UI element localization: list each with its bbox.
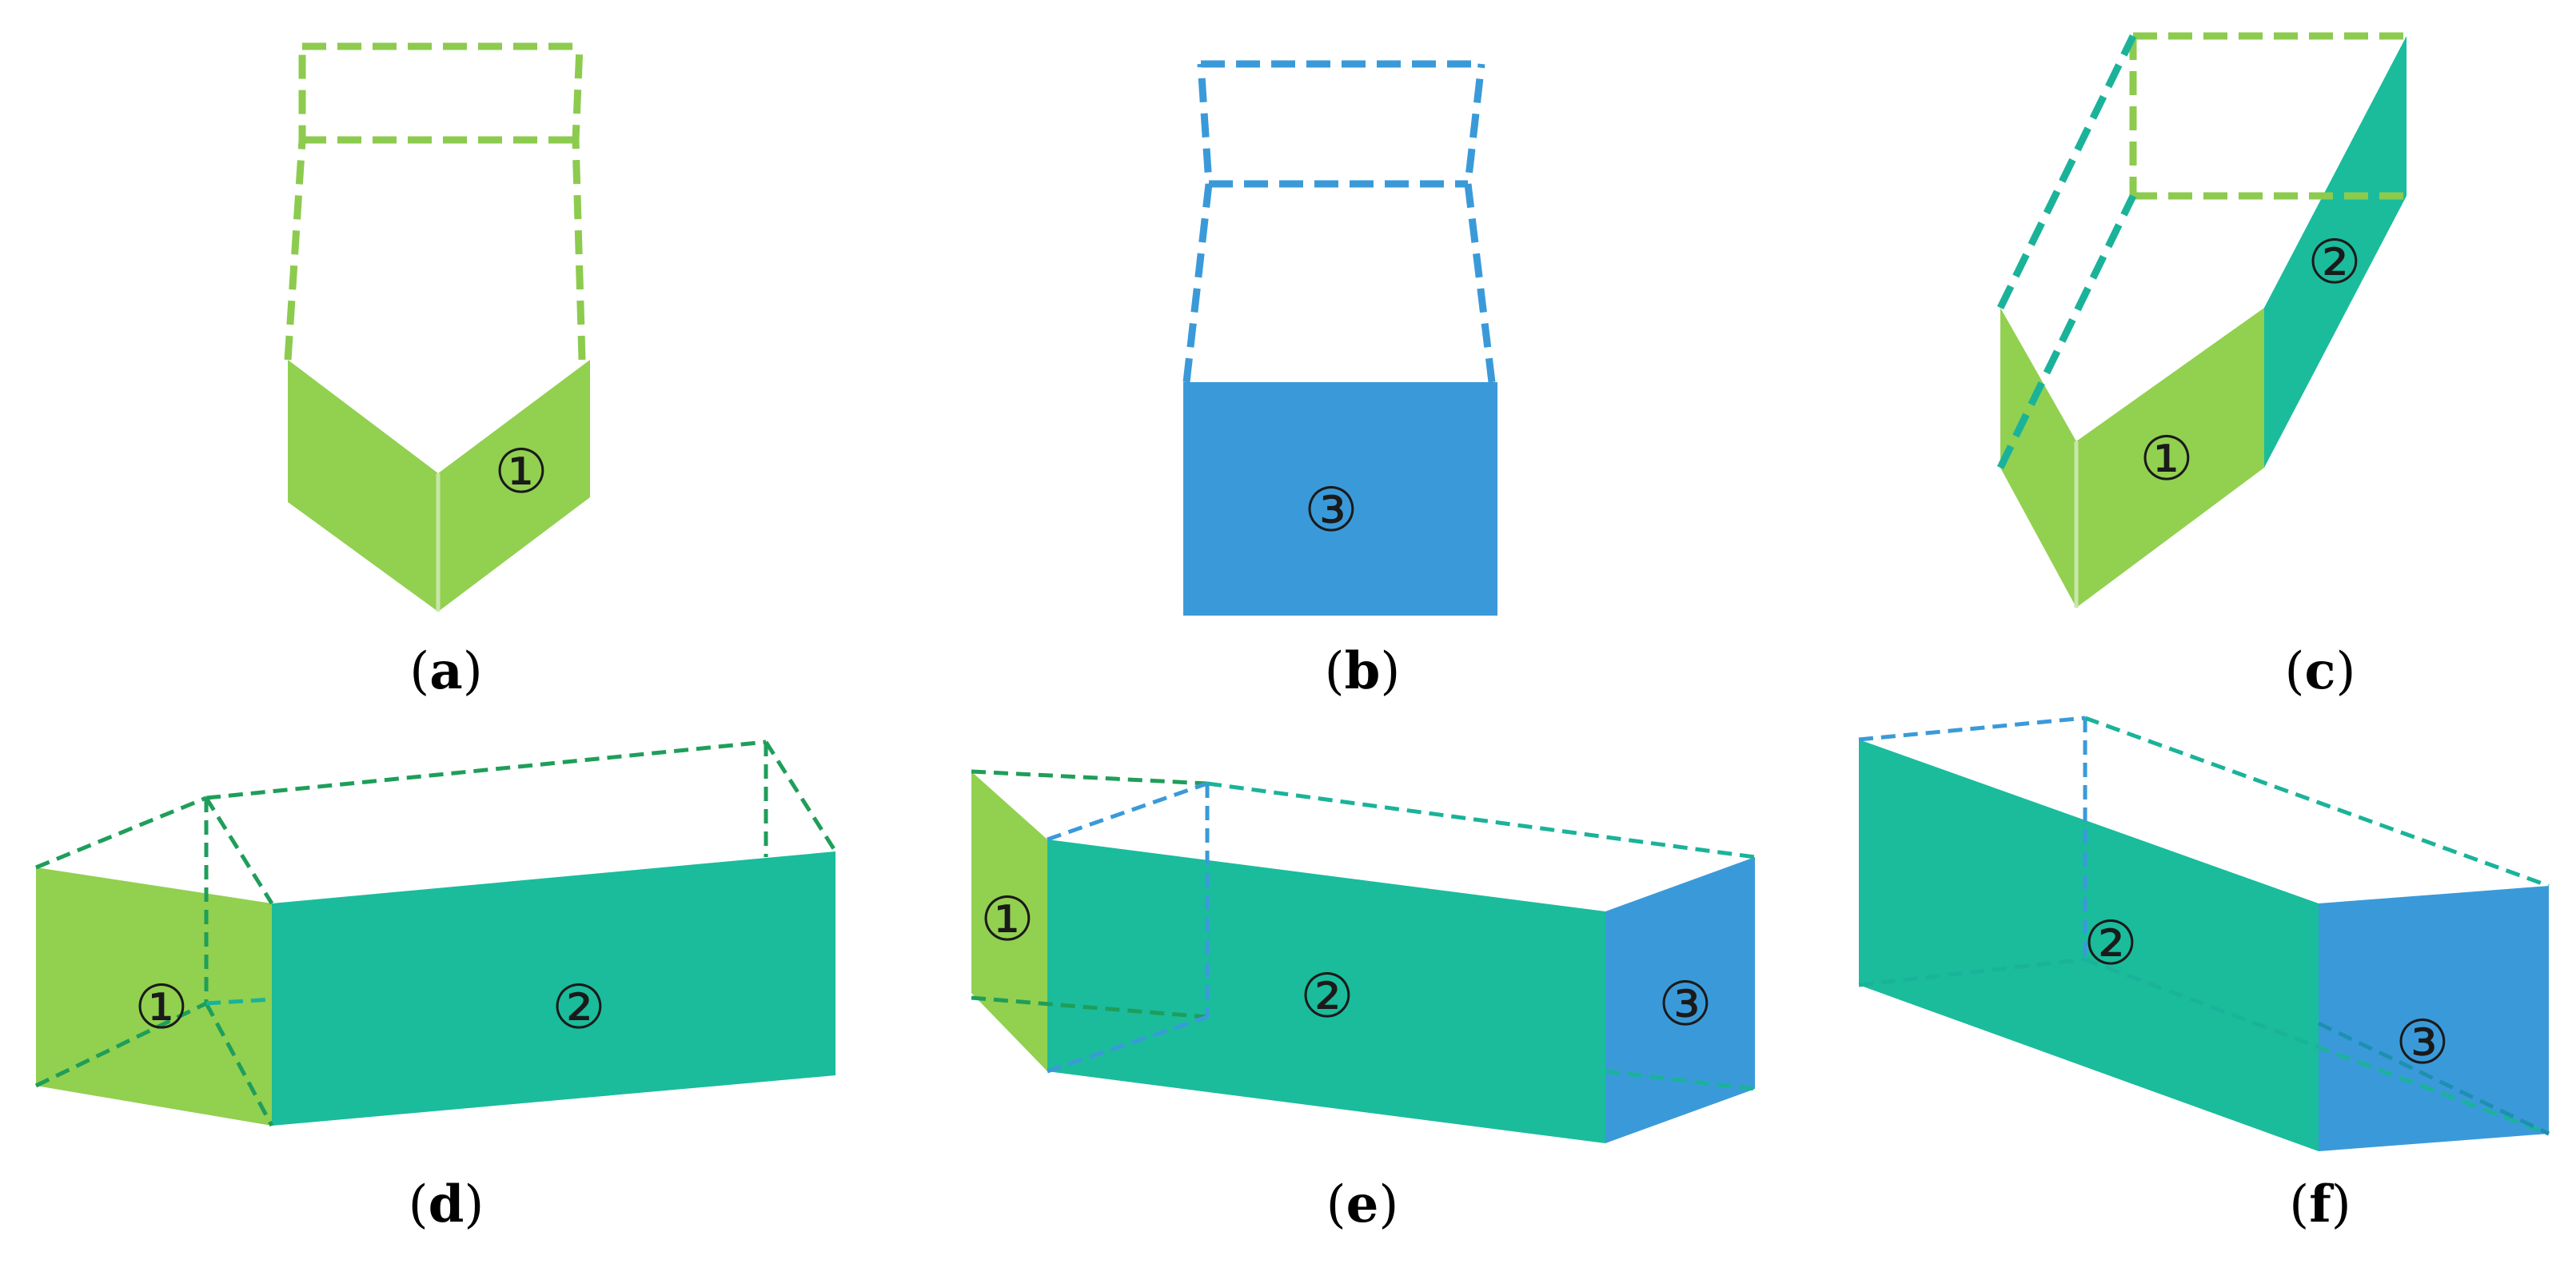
panel-e-hidden-edges-blue: [1047, 781, 1210, 1074]
panel-f-face-label-2: ②: [2083, 907, 2139, 979]
panel-e-diagram: [971, 769, 1756, 1143]
panel-f-caption: (f): [2289, 1174, 2351, 1234]
panel-c-diagram: [1996, 32, 2407, 608]
panel-f-face-3: [2319, 886, 2549, 1151]
panel-e-face-label-3: ③: [1657, 968, 1713, 1039]
panel-b-face-label-3: ③: [1303, 474, 1359, 545]
panel-a-hidden-edges: [284, 42, 586, 361]
panel-d-caption: (d): [408, 1174, 484, 1234]
panel-e-face-3: [1605, 857, 1755, 1143]
panel-e-face-label-1: ①: [979, 883, 1035, 955]
panel-c-face-2: [2264, 36, 2407, 468]
panel-e-hidden-edges-green: [971, 769, 1208, 1019]
panel-b-caption: (b): [1324, 641, 1401, 701]
panel-d-face-1: [36, 867, 272, 1126]
panel-c-hidden-edges-green: [2129, 32, 2407, 200]
panel-d-face-label-1: ①: [134, 971, 189, 1043]
panel-f-hidden-edge-inner: [2317, 1021, 2550, 1136]
panel-e-face-1: [971, 772, 1047, 1071]
panel-e-hidden-edges-teal: [1206, 781, 1756, 1091]
panel-b-hidden-edges: [1182, 60, 1496, 383]
panel-f-diagram: [1858, 716, 2550, 1151]
panel-b-face-3: [1183, 382, 1497, 616]
panel-d-diagram: [34, 740, 838, 1127]
panel-e-face-2: [1047, 839, 1605, 1143]
panel-d-face-label-2: ②: [551, 971, 607, 1043]
panel-e-face-label-2: ②: [1299, 960, 1355, 1031]
panel-a-face-1-right: [438, 360, 590, 612]
panel-d-hidden-edge-bottom: [205, 997, 273, 1006]
panel-d-face-2: [272, 851, 835, 1126]
panel-c-face-1-right: [2076, 308, 2264, 608]
panel-a-diagram: [284, 42, 590, 612]
panel-f-face-2: [1859, 740, 2319, 1151]
panel-c-face-label-2: ②: [2307, 226, 2363, 297]
panel-f-hidden-edges-blue: [1858, 716, 2088, 959]
panel-d-hidden-edges: [34, 740, 838, 1127]
panel-a-face-1-left: [288, 360, 438, 612]
panel-c-face-label-1: ①: [2139, 423, 2195, 494]
panel-c-hidden-edges-teal: [1996, 34, 2137, 469]
panel-f-hidden-edges-teal: [1858, 716, 2550, 1136]
panel-f-face-label-3: ③: [2395, 1007, 2450, 1078]
panel-e-caption: (e): [1326, 1174, 1399, 1234]
panel-b-diagram: [1182, 60, 1497, 616]
panel-a-caption: (a): [409, 641, 483, 701]
panel-c-caption: (c): [2284, 641, 2356, 701]
panel-a-face-label-1: ①: [493, 436, 549, 507]
panel-c-face-1-left: [2000, 308, 2076, 608]
